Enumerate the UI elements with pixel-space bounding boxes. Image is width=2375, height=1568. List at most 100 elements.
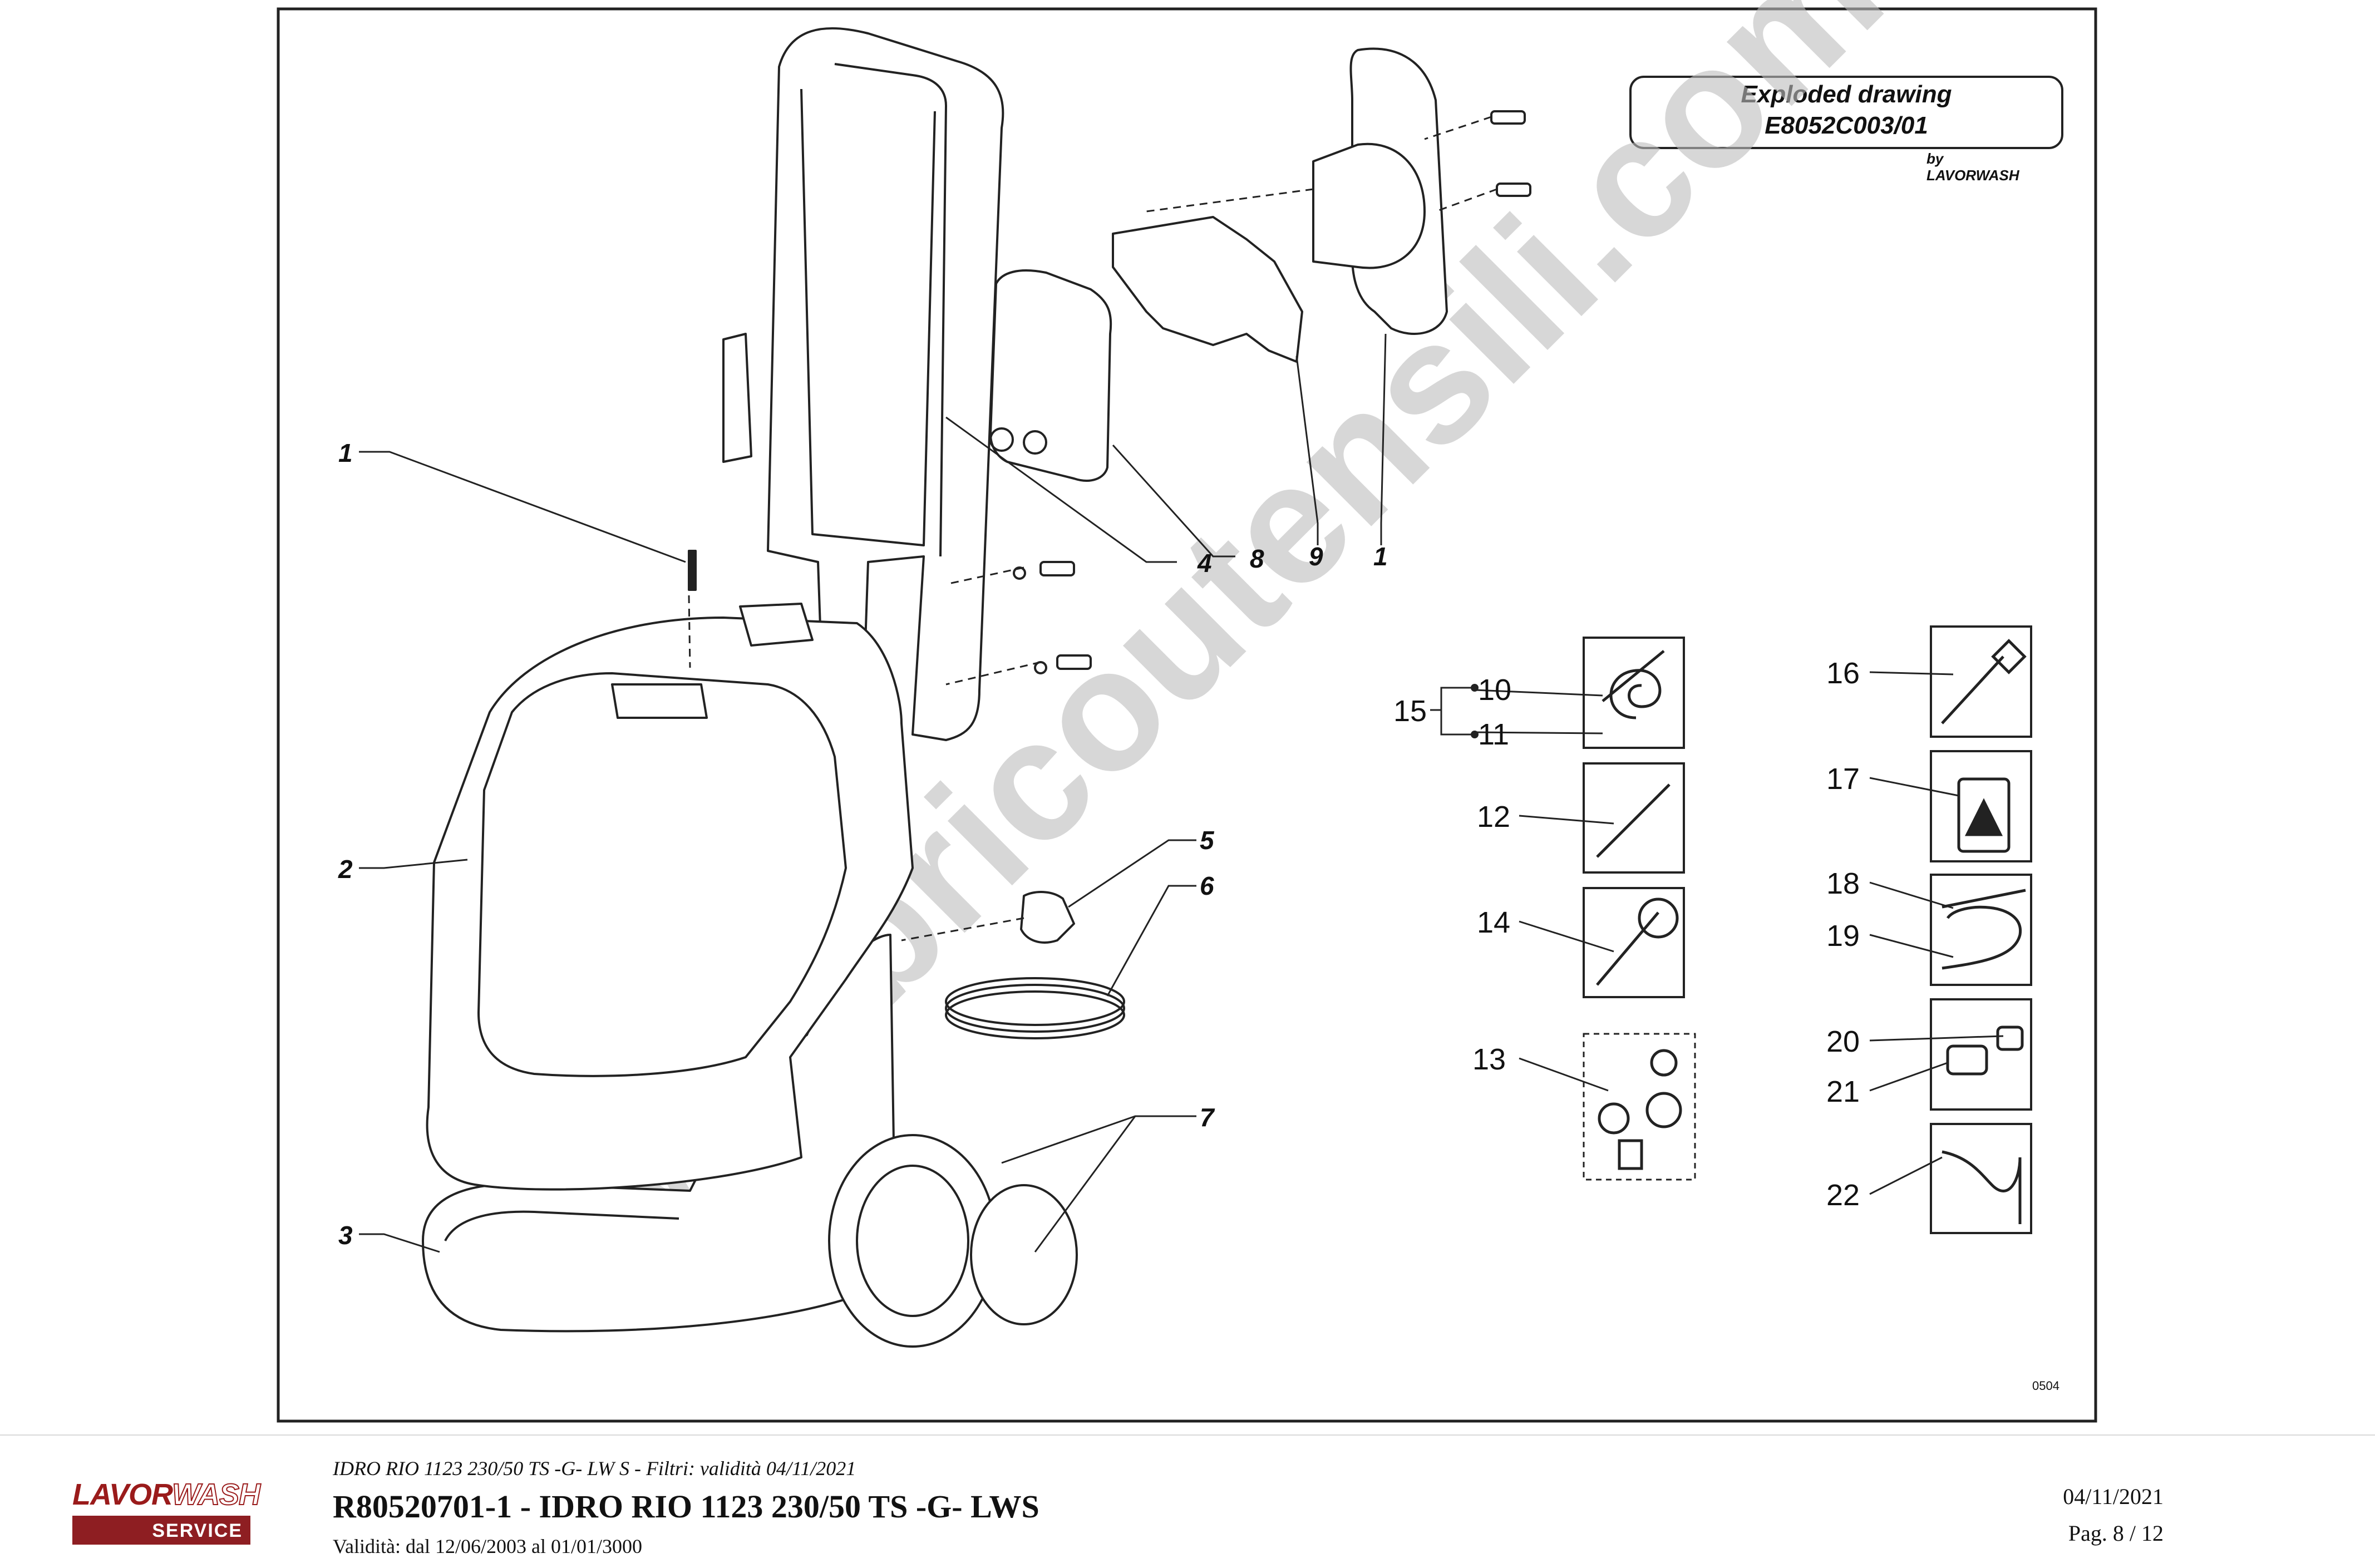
leader-13	[1519, 1057, 1609, 1092]
callout-1b: 1	[1373, 542, 1388, 571]
leader-20	[1869, 1035, 2004, 1042]
by-label: by	[1926, 150, 1944, 167]
dash-6	[1424, 116, 1492, 140]
callout-9: 9	[1309, 542, 1323, 571]
leader-9	[1295, 356, 1319, 545]
box-couplings	[1930, 998, 2032, 1111]
bracket-dots	[1471, 684, 1479, 738]
title-box: Exploded drawing E8052C003/01 by LAVORWA…	[1629, 76, 2063, 184]
handle-inner	[800, 88, 936, 546]
tray-inner	[444, 1210, 679, 1241]
leader-5	[1068, 839, 1196, 908]
dash-7	[1435, 188, 1497, 213]
leader-15	[1440, 687, 1475, 736]
adapter-icon-d	[1618, 1139, 1643, 1170]
callout-1a: 1	[338, 438, 353, 467]
box-suction-hose	[1930, 1123, 2032, 1234]
callout-20: 20	[1826, 1025, 1860, 1058]
callout-17: 17	[1826, 762, 1860, 796]
lavorwash-service-logo: LAVORWASH SERVICE	[72, 1478, 261, 1546]
box-adapter-kit	[1583, 1033, 1696, 1181]
exploded-drawing: Exploded drawing E8052C003/01 by LAVORWA…	[277, 0, 2097, 1423]
footer-title: R80520701-1 - IDRO RIO 1123 230/50 TS -G…	[333, 1488, 1039, 1525]
accessory-glyphs	[1596, 639, 2027, 1224]
callout-16: 16	[1826, 657, 1860, 690]
adapter-icon-a	[1650, 1049, 1678, 1077]
dot-11	[1471, 731, 1479, 738]
hose-reel-icon	[1609, 669, 1662, 719]
callout-21: 21	[1826, 1075, 1860, 1108]
dash-3	[688, 595, 691, 668]
leader-7b	[1034, 1116, 1136, 1253]
dot-10	[1471, 684, 1479, 692]
leader-4	[945, 416, 1177, 563]
leader-1a	[359, 451, 686, 563]
cover-handle-recess	[611, 683, 708, 719]
hose-reel-gun	[1602, 650, 1665, 702]
logo-part1: LAVOR	[72, 1478, 173, 1511]
detergent-icon	[1957, 777, 2011, 853]
leader-11	[1474, 731, 1603, 734]
footer-validity: Validità: dal 12/06/2003 al 01/01/3000	[333, 1535, 642, 1557]
rotojet-spray	[1638, 898, 1679, 939]
adapter-icon-b	[1645, 1092, 1682, 1128]
leader-18	[1869, 881, 1954, 909]
leader-lines	[359, 333, 1387, 1253]
rotojet-icon	[1596, 911, 1659, 986]
leader-3	[359, 1233, 440, 1253]
logo-part2: WASH	[171, 1478, 261, 1511]
screw-1	[688, 550, 697, 591]
assembly-lines	[688, 116, 1497, 941]
suction-hose-icon	[1942, 1150, 2022, 1224]
leader-22	[1869, 1156, 1943, 1195]
callout-7: 7	[1200, 1103, 1215, 1132]
dash-4	[901, 917, 1024, 941]
footer-date: 04/11/2021	[2063, 1484, 2164, 1509]
bolt-a	[1039, 561, 1075, 576]
hose-coil-2	[945, 984, 1125, 1033]
brush-icon	[1941, 655, 2004, 724]
callout-3: 3	[338, 1221, 353, 1250]
page-footer: LAVORWASH SERVICE IDRO RIO 1123 230/50 T…	[0, 1434, 2375, 1568]
leader-10	[1474, 689, 1603, 697]
leader-8	[1112, 444, 1235, 558]
title-line2: E8052C003/01	[1765, 112, 1928, 139]
leader-19	[1869, 934, 1954, 958]
callout-4: 4	[1197, 549, 1212, 578]
wall-bolt-b	[1496, 183, 1531, 197]
sheet-code: 0504	[2032, 1379, 2059, 1393]
hose-coil-3	[945, 990, 1125, 1039]
adapter-icon-c	[1598, 1102, 1630, 1135]
callout-11: 11	[1478, 718, 1509, 751]
callout-10: 10	[1478, 673, 1511, 707]
callout-13: 13	[1472, 1043, 1506, 1076]
washer-a	[1013, 566, 1026, 580]
callout-8: 8	[1250, 544, 1264, 573]
hose-hook	[722, 333, 752, 463]
accessory-boxes	[1583, 625, 2032, 1234]
accessory-leaders	[1430, 671, 2004, 1195]
box-hose-reel	[1583, 637, 1685, 749]
footer-page-number: Pag. 8 / 12	[2068, 1521, 2164, 1546]
wall-bolt-a	[1490, 110, 1526, 125]
lance-icon	[1596, 783, 1671, 858]
coupling-icon-a	[1946, 1044, 1988, 1076]
dash-2	[945, 661, 1041, 686]
pipe-cleaner-icon	[1942, 905, 2022, 970]
callout-6: 6	[1200, 871, 1214, 900]
dash-5	[1146, 188, 1314, 213]
wall-plate-boss	[1312, 142, 1426, 269]
footer-subtitle: IDRO RIO 1123 230/50 TS -G- LW S - Filtr…	[333, 1457, 856, 1480]
logo-service-text: SERVICE	[152, 1520, 243, 1541]
brush-head	[1991, 639, 2027, 674]
callout-2: 2	[338, 855, 353, 884]
coupling-icon-b	[1996, 1025, 2024, 1051]
leader-21	[1869, 1062, 1948, 1092]
wheel-rim	[856, 1165, 969, 1317]
switch-knob-a	[989, 427, 1014, 452]
switch-knob-b	[1023, 430, 1047, 455]
leader-16	[1869, 671, 1954, 675]
hubcap	[970, 1184, 1078, 1325]
leader-17	[1869, 777, 1959, 797]
callout-12: 12	[1477, 800, 1510, 834]
